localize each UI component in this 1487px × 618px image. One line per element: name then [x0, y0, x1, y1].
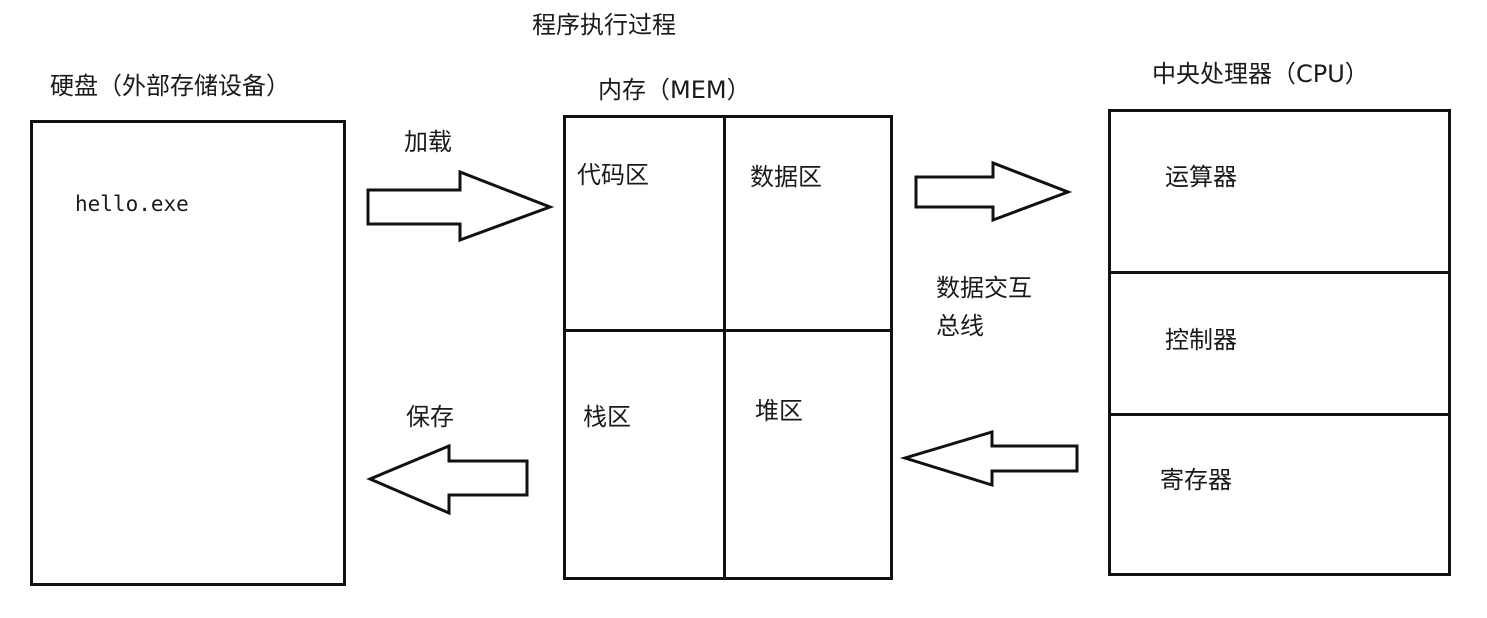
cpu-divider-2	[1108, 413, 1451, 416]
memory-data-area: 数据区	[750, 163, 822, 191]
save-arrow-label: 保存	[406, 403, 454, 431]
bus-label-line1: 数据交互	[936, 274, 1032, 302]
cpu-control-unit: 控制器	[1165, 326, 1237, 354]
memory-vertical-divider	[723, 115, 726, 580]
memory-code-area: 代码区	[577, 161, 649, 189]
diagram-title: 程序执行过程	[532, 11, 676, 39]
memory-label: 内存（MEM）	[598, 76, 751, 104]
memory-horizontal-divider	[563, 329, 893, 332]
disk-label: 硬盘（外部存储设备）	[50, 72, 290, 100]
load-arrow-label: 加载	[404, 128, 452, 156]
memory-box	[563, 115, 893, 580]
load-arrow	[366, 169, 555, 243]
cpu-alu: 运算器	[1165, 163, 1237, 191]
bus-label-line2: 总线	[936, 312, 984, 340]
cpu-box	[1108, 109, 1451, 576]
disk-box	[30, 120, 346, 586]
cpu-to-memory-arrow	[899, 429, 1079, 488]
memory-heap-area: 堆区	[755, 397, 803, 425]
cpu-label: 中央处理器（CPU）	[1152, 60, 1369, 88]
cpu-divider-1	[1108, 271, 1451, 274]
cpu-registers: 寄存器	[1160, 466, 1232, 494]
disk-file-label: hello.exe	[75, 192, 189, 216]
memory-to-cpu-arrow	[914, 160, 1073, 223]
save-arrow	[366, 443, 529, 516]
memory-stack-area: 栈区	[583, 403, 631, 431]
